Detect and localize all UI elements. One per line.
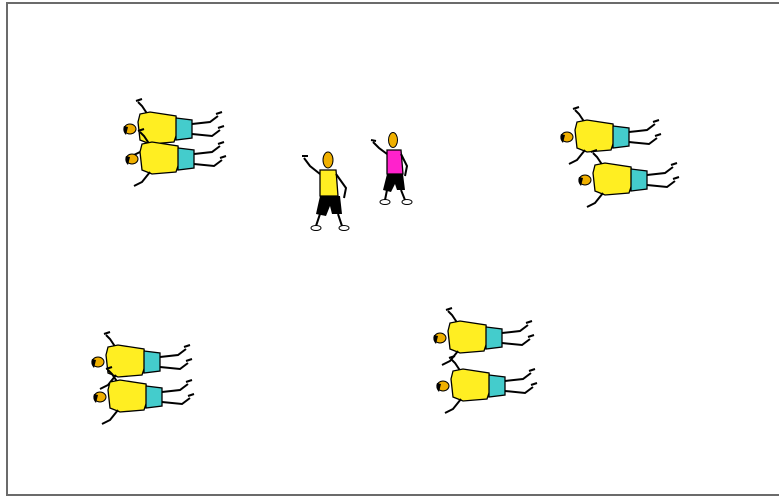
standing-player-magenta — [371, 133, 412, 205]
lying-player — [433, 308, 534, 365]
lying-player — [560, 107, 661, 164]
lying-player — [436, 356, 537, 413]
group-top-left — [123, 99, 226, 186]
standing-player-yellow — [302, 152, 349, 231]
group-bottom-center — [433, 308, 537, 413]
lying-player — [93, 367, 194, 424]
group-top-right — [560, 107, 679, 207]
lying-player — [578, 150, 679, 207]
lying-player — [91, 332, 192, 389]
group-bottom-left — [91, 332, 194, 424]
